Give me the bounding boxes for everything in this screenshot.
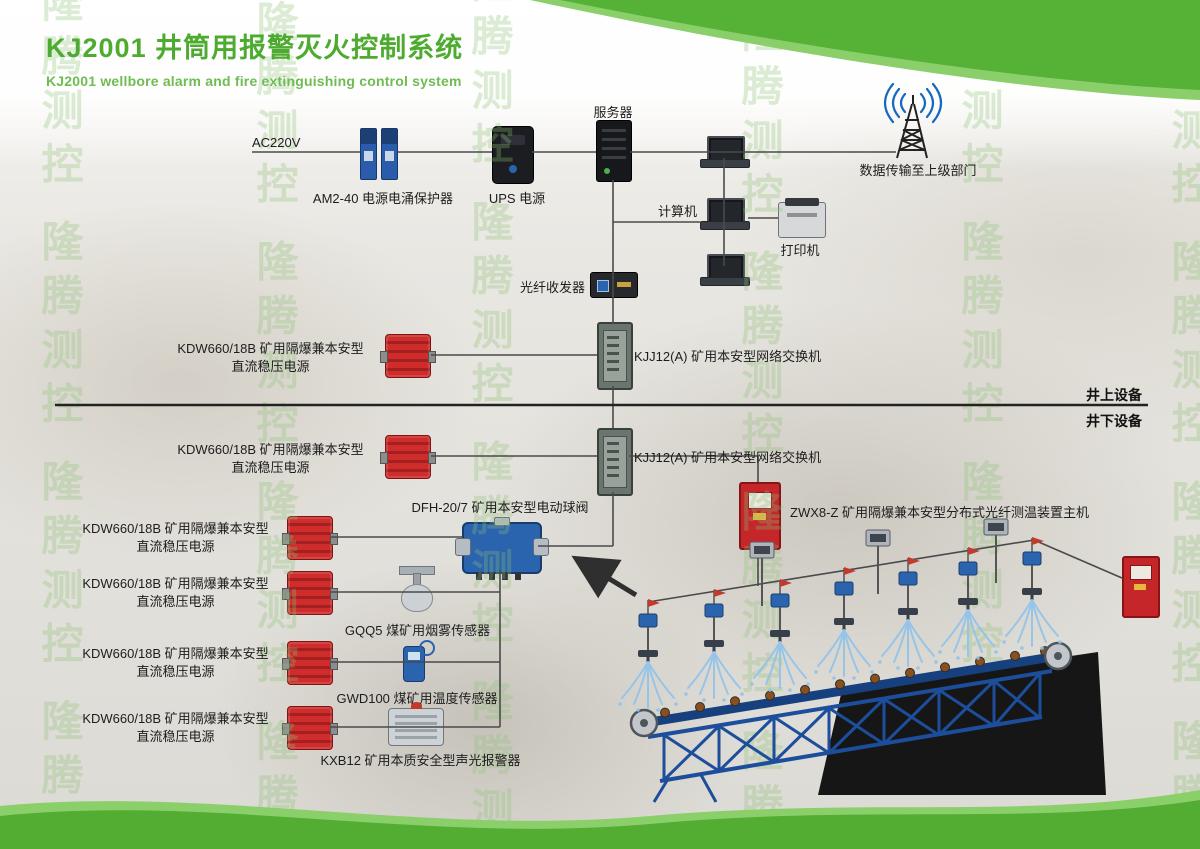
valve-cap [494,517,510,526]
surge-protector-device [360,128,398,180]
kdw-label-line2: 直流稳压电源 [136,728,215,744]
surge-module-icon [360,128,377,180]
laptop-device [700,196,750,236]
kdw-label-line1: KDW660/18B 矿用隔爆兼本安型 [82,646,269,661]
smoke-sensor-label: GQQ5 煤矿用烟雾传感器 [344,623,491,638]
antenna-tower-icon [896,95,928,159]
smoke-sensor-device [399,566,435,614]
fiber-transceiver-device [590,272,638,298]
ball-valve-label: DFH-20/7 矿用本安型电动球阀 [411,500,589,515]
server-device [596,120,632,182]
cable-glands [476,572,528,580]
head-pulley [1043,641,1073,671]
tail-pulley [629,708,659,738]
kdw-power-device-1 [282,516,338,560]
kdw-power-label-surface: KDW660/18B 矿用隔爆兼本安型 直流稳压电源 [168,340,373,375]
zone-surface-label: 井上设备 [1086,387,1142,403]
kdw-label-line2: 直流稳压电源 [136,538,215,554]
computer-label: 计算机 [658,204,698,219]
laptop-base [700,221,750,230]
temperature-sensor-device [403,640,435,682]
radio-waves-icon [883,82,943,124]
ups-label: UPS 电源 [488,191,546,206]
laptop-device [700,134,750,174]
kdw-power-device-surface [380,334,436,378]
surge-module-icon [381,128,398,180]
kdw-power-label-2: KDW660/18B 矿用隔爆兼本安型 直流稳压电源 [78,575,273,610]
page-header: KJ2001 井筒用报警灭火控制系统 KJ2001 wellbore alarm… [46,26,463,89]
footer-swoosh [0,790,1200,849]
kjj-switch-device-surface [597,322,633,390]
kdw-label-line1: KDW660/18B 矿用隔爆兼本安型 [82,521,269,536]
zwx-host-label: ZWX8-Z 矿用隔爆兼本安型分布式光纤测温装置主机 [790,505,1089,520]
header-swoosh [530,0,1200,100]
kdw-power-label-3: KDW660/18B 矿用隔爆兼本安型 直流稳压电源 [78,645,273,680]
kdw-power-label-underground: KDW660/18B 矿用隔爆兼本安型 直流稳压电源 [168,441,373,476]
temperature-sensor-label: GWD100 煤矿用温度传感器 [336,691,498,706]
surge-protector-label: AM2-40 电源电涌保护器 [312,191,454,206]
zone-underground-label: 井下设备 [1086,413,1142,429]
kjj-switch-device-underground [597,428,633,496]
kdw-label-line1: KDW660/18B 矿用隔爆兼本安型 [82,576,269,591]
printer-device [778,198,826,238]
fiber-transceiver-label: 光纤收发器 [519,280,585,295]
laptop-device [700,252,750,292]
kdw-power-label-1: KDW660/18B 矿用隔爆兼本安型 直流稳压电源 [78,520,273,555]
kdw-power-device-2 [282,571,338,615]
kjj-switch-label-underground: KJJ12(A) 矿用本安型网络交换机 [634,450,822,465]
kdw-power-device-3 [282,641,338,685]
kdw-label-line2: 直流稳压电源 [231,459,310,475]
alarm-label: KXB12 矿用本质安全型声光报警器 [320,753,521,768]
kjj-switch-label-surface: KJJ12(A) 矿用本安型网络交换机 [634,349,822,364]
zwx-slave-device [1122,556,1160,618]
kdw-power-device-4 [282,706,338,750]
kdw-label-line1: KDW660/18B 矿用隔爆兼本安型 [177,341,364,356]
kdw-power-device-underground [380,435,436,479]
kdw-label-line1: KDW660/18B 矿用隔爆兼本安型 [177,442,364,457]
connection-lines [252,151,1123,728]
coal-pile [818,652,1106,795]
printer-label: 打印机 [780,243,820,258]
ups-device [492,126,534,184]
kdw-power-label-4: KDW660/18B 矿用隔爆兼本安型 直流稳压电源 [78,710,273,745]
kdw-label-line2: 直流稳压电源 [136,593,215,609]
data-uplink-label: 数据传输至上级部门 [859,163,977,178]
ac220v-label: AC220V [252,135,301,150]
kdw-label-line1: KDW660/18B 矿用隔爆兼本安型 [82,711,269,726]
server-label: 服务器 [593,105,633,120]
page-subtitle: KJ2001 wellbore alarm and fire extinguis… [46,73,462,89]
zwx-host-device [739,482,781,550]
kdw-label-line2: 直流稳压电源 [231,358,310,374]
conveyor-belt [629,641,1106,803]
ball-valve-device [455,517,549,580]
laptop-base [700,159,750,168]
laptop-base [700,277,750,286]
kdw-label-line2: 直流稳压电源 [136,663,215,679]
page-title: KJ2001 井筒用报警灭火控制系统 [46,33,464,63]
flow-arrow-icon [571,555,638,599]
